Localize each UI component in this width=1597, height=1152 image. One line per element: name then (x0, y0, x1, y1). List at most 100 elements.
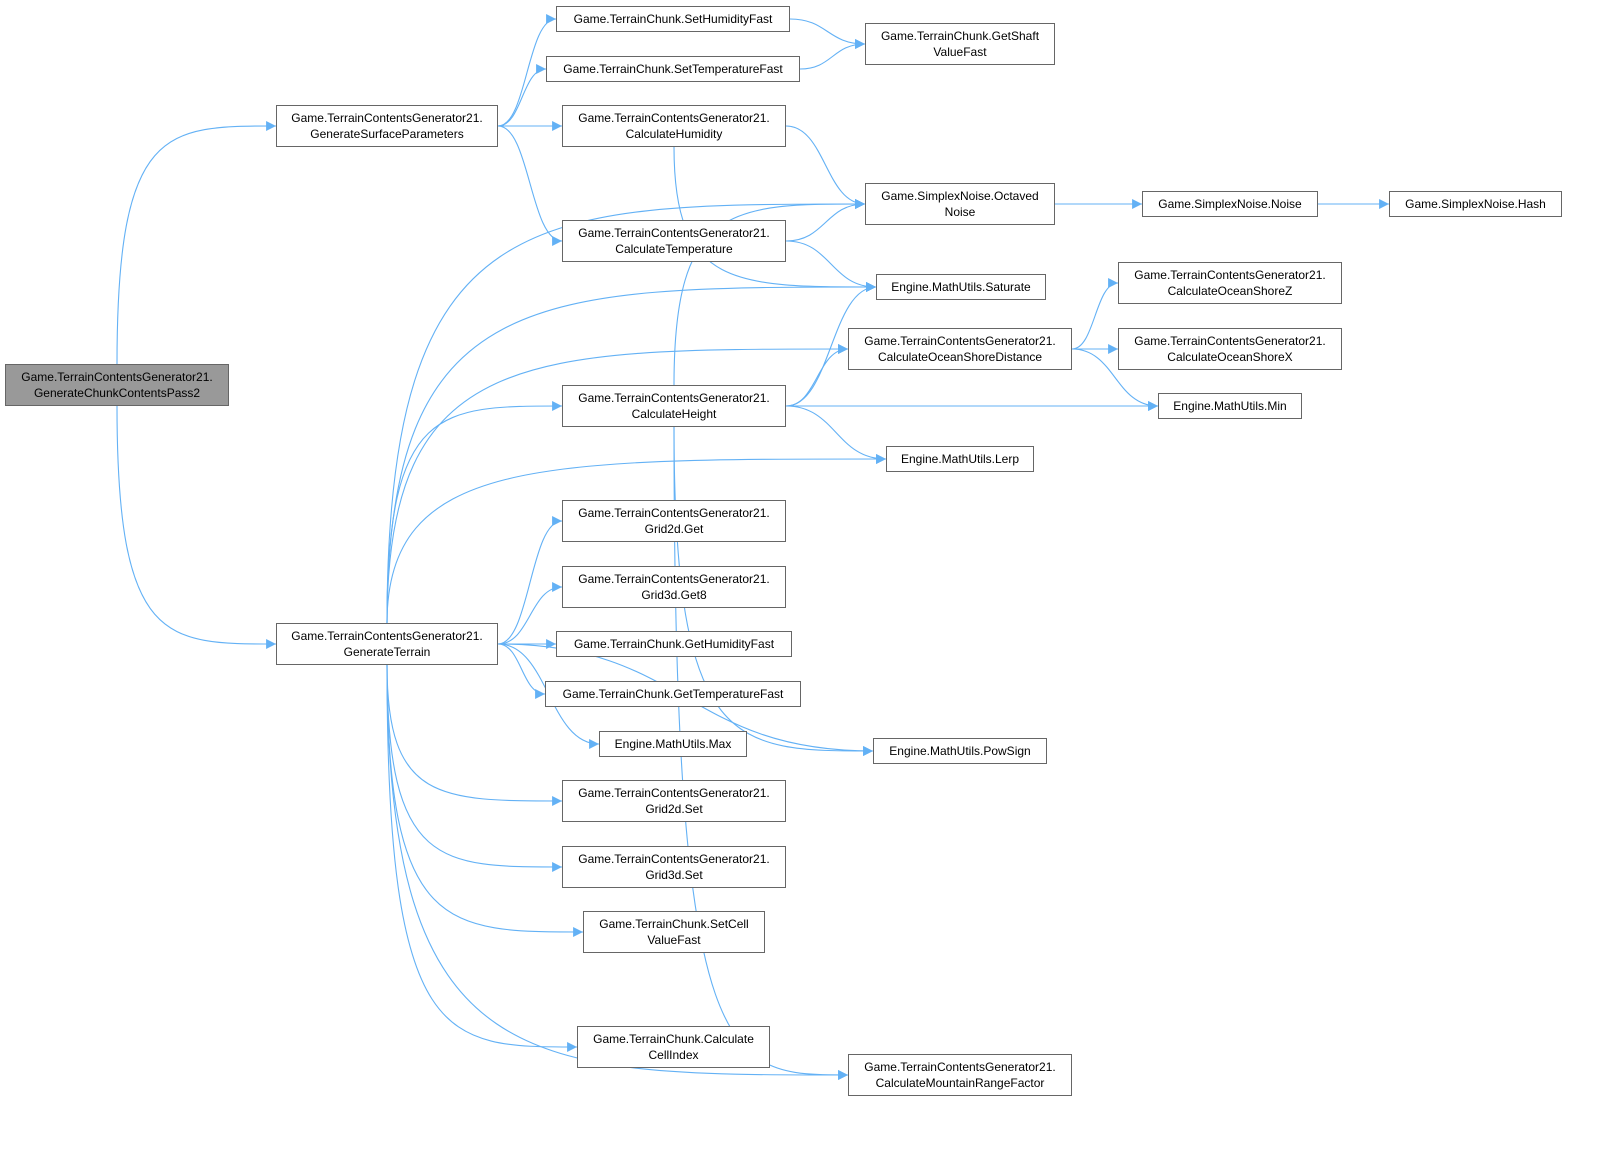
function-node-label: ValueFast (647, 933, 701, 947)
call-edge-n3-n5 (789, 18, 866, 49)
function-node-label: Game.TerrainChunk.Calculate (593, 1032, 754, 1046)
function-node-label: Game.TerrainContentsGenerator21. (864, 334, 1056, 348)
function-node[interactable]: Engine.MathUtils.Lerp (886, 446, 1034, 472)
call-edge-n2-n13 (386, 344, 849, 624)
call-edge-n2-n24 (386, 664, 563, 806)
call-edge-n6-n7 (785, 125, 866, 209)
function-node[interactable]: Game.TerrainContentsGenerator21.Generate… (276, 105, 498, 147)
function-node[interactable]: Game.TerrainContentsGenerator21. Generate… (276, 623, 498, 665)
function-node-label: Game.TerrainContentsGenerator21. (21, 370, 213, 384)
function-node[interactable]: Game.TerrainContentsGenerator21. Calculat… (1118, 262, 1342, 304)
function-node-label: CalculateHeight (631, 407, 717, 421)
call-edge-n6-n9 (673, 146, 877, 292)
function-node-label: CellIndex (648, 1048, 699, 1062)
function-node-label: CalculateHumidity (625, 127, 723, 141)
function-node[interactable]: Engine.MathUtils.Saturate (876, 274, 1046, 300)
function-node-label: Game.SimplexNoise.Noise (1158, 197, 1302, 211)
function-node-label: Engine.MathUtils.PowSign (889, 744, 1031, 758)
function-node-label: Game.SimplexNoise.Octaved (881, 189, 1039, 203)
call-edge-n1-n3 (497, 14, 557, 127)
function-node-label: CalculateOceanShoreX (1167, 350, 1293, 364)
function-node-label: GenerateTerrain (343, 645, 431, 659)
function-node-label: Engine.MathUtils.Max (614, 737, 732, 751)
root-function-node[interactable]: Game.TerrainContentsGenerator21. Generate… (5, 364, 229, 406)
function-node-label: Game.TerrainContentsGenerator21. (1134, 334, 1326, 348)
function-node-label: Game.TerrainContentsGenerator21. (291, 111, 483, 125)
function-node[interactable]: Game.TerrainContentsGenerator21. Grid3d.S… (562, 846, 786, 888)
function-node-label: Grid2d.Get (644, 522, 704, 536)
function-node[interactable]: Game.TerrainContentsGenerator21. Grid2d.S… (562, 780, 786, 822)
function-node[interactable]: Game.TerrainChunk.SetTemperatureFast (546, 56, 800, 82)
function-node[interactable]: Engine.MathUtils.PowSign (873, 738, 1047, 764)
function-node-label: Game.TerrainContentsGenerator21. (578, 506, 770, 520)
call-edge-n15-n13 (785, 344, 849, 407)
call-edge-n2-n17 (386, 454, 887, 624)
call-edge-n8-n7 (785, 199, 866, 242)
function-node[interactable]: Game.TerrainChunk.GetHumidityFast (556, 631, 792, 657)
function-node-label: Game.TerrainContentsGenerator21. (578, 852, 770, 866)
call-edge-n15-n17 (785, 405, 887, 464)
call-edge-n2-n15 (386, 401, 563, 624)
function-node[interactable]: Engine.MathUtils.Min (1158, 393, 1302, 419)
function-node-label: ValueFast (933, 45, 987, 59)
call-edge-n2-n28 (386, 664, 849, 1080)
function-node[interactable]: Game.TerrainContentsGenerator21. Calculat… (562, 385, 786, 427)
call-edge-n2-n27 (386, 664, 578, 1052)
call-edge-n1-n4 (497, 64, 547, 127)
function-node-label: Game.TerrainContentsGenerator21. (1134, 268, 1326, 282)
function-node-label: Game.TerrainChunk.SetHumidityFast (573, 12, 773, 26)
function-node-label: CalculateOceanShoreDistance (877, 350, 1043, 364)
function-node-label: Grid2d.Set (645, 802, 703, 816)
function-node-label: Game.TerrainContentsGenerator21. (578, 226, 770, 240)
call-edge-n13-n12 (1071, 278, 1119, 350)
call-edge-n2-n19 (497, 582, 563, 645)
function-node-label: Game.SimplexNoise.Hash (1405, 197, 1546, 211)
call-edge-n2-n9 (386, 282, 877, 624)
call-edge-n2-n7 (386, 199, 866, 624)
call-edge-n1-n8 (497, 125, 563, 246)
function-node-label: Engine.MathUtils.Lerp (900, 452, 1020, 466)
call-edge-n15-n23 (673, 426, 874, 756)
function-node[interactable]: Engine.MathUtils.Max (599, 731, 747, 757)
function-node[interactable]: Game.TerrainChunk.SetHumidityFast (556, 6, 790, 32)
function-node-label: Game.TerrainContentsGenerator21. (578, 391, 770, 405)
function-node-label: Game.TerrainChunk.GetTemperatureFast (562, 687, 784, 701)
function-node[interactable]: Game.TerrainContentsGenerator21. Calculat… (562, 105, 786, 147)
call-edge-n13-n16 (1071, 348, 1159, 411)
function-node[interactable]: Game.TerrainContentsGenerator21.Calculat… (562, 220, 786, 262)
function-node-label: Game.TerrainContentsGenerator21. (578, 572, 770, 586)
function-node-label: Game.TerrainChunk.GetHumidityFast (573, 637, 775, 651)
function-node[interactable]: Game.TerrainContentsGenerator21. Calculat… (848, 328, 1072, 370)
function-node-label: Noise (944, 205, 976, 219)
function-node-label: CalculateMountainRangeFactor (875, 1076, 1045, 1090)
function-node[interactable]: Game.TerrainChunk.GetTemperatureFast (545, 681, 801, 707)
function-node[interactable]: Game.TerrainContentsGenerator21. Calculat… (1118, 328, 1342, 370)
function-node[interactable]: Game.TerrainContentsGenerator21. Grid2d.G… (562, 500, 786, 542)
function-node[interactable]: Game.TerrainContentsGenerator21. Grid3d.G… (562, 566, 786, 608)
function-node-label: Game.TerrainContentsGenerator21. (578, 111, 770, 125)
call-edge-n2-n21 (497, 643, 546, 699)
function-node[interactable]: Game.TerrainContentsGenerator21.Calculat… (848, 1054, 1072, 1096)
function-node[interactable]: Game.SimplexNoise.Hash (1389, 191, 1562, 217)
call-edge-n15-n28 (673, 426, 849, 1080)
function-node-label: CalculateOceanShoreZ (1167, 284, 1293, 298)
function-node-label: Game.TerrainChunk.SetCell (599, 917, 749, 931)
function-node-label: Grid3d.Set (645, 868, 703, 882)
function-node-label: Grid3d.Get8 (641, 588, 707, 602)
function-node-label: Game.TerrainChunk.GetShaft (880, 29, 1040, 43)
call-edge-n8-n9 (785, 240, 877, 292)
function-node-label: Game.TerrainChunk.SetTemperatureFast (563, 62, 783, 76)
function-node[interactable]: Game.SimplexNoise.Noise (1142, 191, 1318, 217)
function-node-label: Game.TerrainContentsGenerator21. (291, 629, 483, 643)
function-node-label: Game.TerrainContentsGenerator21. (578, 786, 770, 800)
call-edge-n0-n2 (116, 405, 277, 649)
call-edge-n4-n5 (799, 39, 866, 70)
call-edge-n2-n18 (497, 516, 563, 645)
function-node-label: GenerateChunkContentsPass2 (33, 386, 201, 400)
